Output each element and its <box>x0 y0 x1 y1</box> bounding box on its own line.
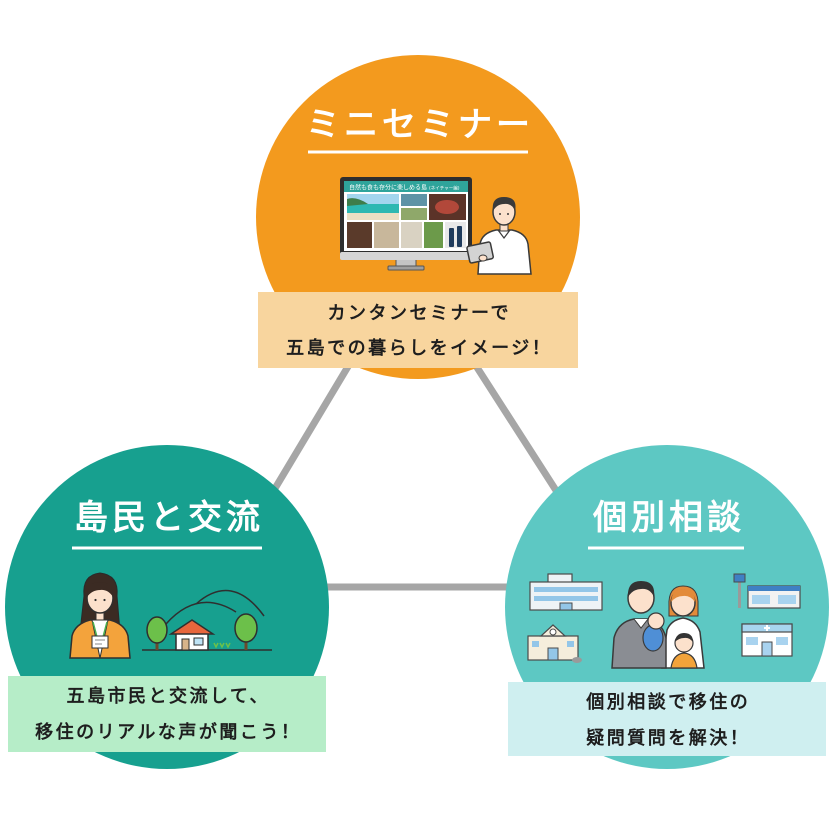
clinic-window-right <box>776 637 788 645</box>
top-caption-line-1: カンタンセミナーで <box>327 303 511 324</box>
top-caption-box <box>258 292 578 368</box>
left-section-title: 島民と交流 <box>74 498 264 538</box>
left-caption: 五島市民と交流して、 移住のリアルな声が聞こう！ <box>8 679 326 751</box>
bottle-2 <box>457 226 462 247</box>
school-door <box>547 647 559 661</box>
top-caption: カンタンセミナーで 五島での暮らしをイメージ！ <box>258 296 578 366</box>
hill-left <box>165 601 237 625</box>
store-window-right <box>778 595 796 604</box>
right-section-title: 個別相談 <box>593 498 745 538</box>
screen-header-bar <box>344 181 468 192</box>
woman-lanyard <box>92 621 108 638</box>
right-caption-line-2: 疑問質問を解決！ <box>586 728 751 749</box>
photo-bottles <box>445 222 466 248</box>
monitor-stand-base <box>387 265 425 271</box>
left-caption-line-1: 五島市民と交流して、 <box>66 686 271 707</box>
beach-hill <box>347 198 368 206</box>
woman-eye-left <box>94 598 97 602</box>
store-window-left <box>752 595 770 604</box>
woman-bangs <box>87 582 113 597</box>
photo-food <box>429 194 466 220</box>
badge-lines <box>95 639 105 645</box>
mother-bangs <box>671 589 695 602</box>
store-sign <box>733 573 746 583</box>
presenter-eye-left <box>499 213 501 215</box>
beach-sky <box>347 194 399 204</box>
top-caption-line-2: 五島での暮らしをイメージ！ <box>286 338 553 359</box>
photo-vegetables <box>424 222 443 248</box>
school-illustration <box>527 624 582 663</box>
clinic-illustration <box>741 623 793 657</box>
office-building-illustration <box>529 573 603 611</box>
tree-left-foliage <box>146 616 168 644</box>
house-window <box>193 637 204 646</box>
photo-interior <box>347 222 372 248</box>
house-door <box>181 638 190 651</box>
store-band <box>748 586 800 591</box>
photo-beach <box>347 194 399 220</box>
school-clock <box>549 628 557 636</box>
woman-name-badge <box>91 635 109 649</box>
screen-title: 自然も食も存分に楽しめる島 <box>349 184 427 192</box>
presenter-hair <box>492 197 516 211</box>
monitor-chin <box>340 252 472 260</box>
school-window-1 <box>532 641 539 647</box>
right-caption: 個別相談で移住の 疑問質問を解決！ <box>508 685 826 757</box>
father-hair <box>627 581 655 597</box>
convenience-store-illustration <box>733 573 801 609</box>
house-roof <box>168 619 216 635</box>
office-windows-upper <box>534 587 598 592</box>
monitor-illustration: 自然も食も存分に楽しめる島 (ネイチャー編) <box>340 177 472 271</box>
child-hair <box>675 633 693 642</box>
top-section-title: ミニセミナー <box>306 105 534 145</box>
school-rock <box>572 657 582 663</box>
left-caption-line-2: 移住のリアルな声が聞こう！ <box>35 722 302 743</box>
bottle-1 <box>449 228 454 247</box>
resident-woman-illustration <box>69 572 131 659</box>
family-illustration <box>611 581 705 669</box>
screen-subtitle: (ネイチャー編) <box>429 185 460 192</box>
left-caption-box <box>8 676 326 752</box>
bottles-bg <box>445 222 466 248</box>
presenter-illustration <box>466 197 532 275</box>
photo-craft <box>374 222 399 248</box>
photo-dish <box>401 222 422 248</box>
clinic-door <box>761 641 773 657</box>
photo-coast <box>401 194 427 206</box>
presenter-collar <box>497 229 511 239</box>
beach-sea <box>347 204 399 213</box>
town-scene-illustration <box>142 589 272 651</box>
presenter-shirt <box>477 229 532 275</box>
child-body <box>670 652 698 669</box>
right-caption-line-1: 個別相談で移住の <box>586 692 751 713</box>
presenter-hand <box>478 254 488 262</box>
tree-right-foliage <box>234 613 258 643</box>
school-window-2 <box>567 641 574 647</box>
food-meat <box>435 200 459 214</box>
presenter-eye-right <box>507 213 509 215</box>
woman-eye-right <box>103 598 106 602</box>
hill-right <box>195 589 265 617</box>
photo-field <box>401 208 427 220</box>
beach-sand <box>347 213 399 220</box>
clinic-cross-icon <box>764 625 770 631</box>
baby-head <box>647 612 665 630</box>
store-sign-pole <box>738 578 741 608</box>
office-door <box>559 602 573 611</box>
father-collar <box>633 618 649 629</box>
office-windows-lower <box>534 596 598 601</box>
grass-tufts <box>213 642 231 649</box>
right-caption-box <box>508 682 826 756</box>
clinic-window-left <box>746 637 758 645</box>
